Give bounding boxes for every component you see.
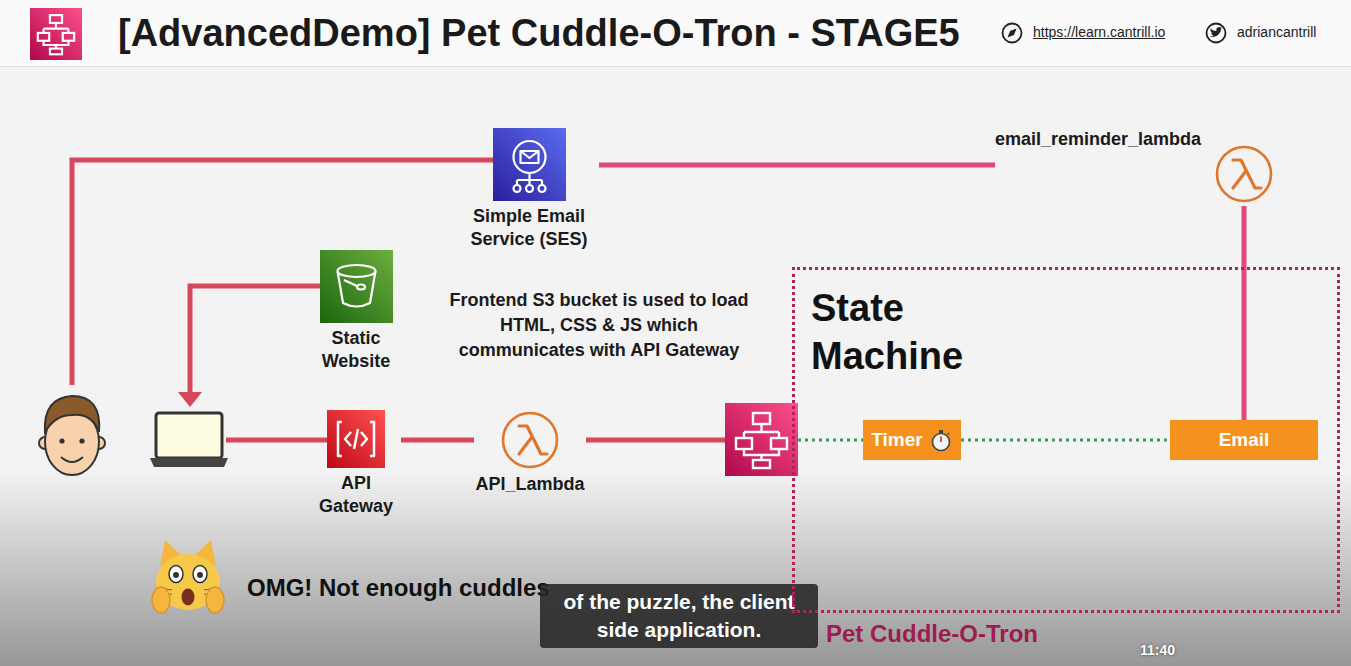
connector-line bbox=[599, 163, 995, 168]
connector-line bbox=[961, 439, 1170, 442]
footer-title: Pet Cuddle-O-Tron bbox=[826, 620, 1038, 648]
cat-exclamation: OMG! Not enough cuddles bbox=[247, 574, 550, 602]
api-gateway-node: API Gateway bbox=[311, 410, 401, 518]
icon-caption: API Gateway bbox=[311, 472, 401, 518]
lambda-icon bbox=[501, 411, 559, 469]
bucket-node: Static Website bbox=[301, 250, 411, 373]
icon-caption: Simple Email Service (SES) bbox=[459, 205, 599, 251]
laptop-figure bbox=[150, 413, 228, 467]
user-to-ses-line bbox=[72, 160, 493, 385]
twitter-icon bbox=[1207, 24, 1226, 43]
social-handle: adriancantrill bbox=[1237, 24, 1316, 40]
step-functions-icon bbox=[725, 403, 798, 476]
step-to-timer-dotted-line bbox=[798, 439, 863, 442]
box-label: Email bbox=[1219, 429, 1270, 451]
connector-line bbox=[1242, 206, 1247, 420]
logo-icon bbox=[30, 8, 82, 60]
icon-caption: email_reminder_lambda bbox=[995, 128, 1201, 151]
icon-caption: API_Lambda bbox=[474, 473, 586, 496]
video-shade bbox=[0, 470, 1351, 666]
s3-icon bbox=[320, 250, 393, 323]
website-to-laptop-arrow bbox=[178, 286, 320, 407]
lambda-node: API_Lambda bbox=[474, 411, 586, 496]
person-figure bbox=[39, 396, 105, 475]
process-box: Email bbox=[1170, 420, 1318, 460]
video-subtitle: of the puzzle, the client side applicati… bbox=[540, 584, 818, 648]
ses-icon bbox=[493, 128, 566, 201]
shocked-cat-emoji bbox=[152, 540, 224, 613]
api-icon bbox=[327, 410, 385, 468]
laptop-to-gateway-line bbox=[226, 438, 327, 443]
service-node: Simple Email Service (SES) bbox=[459, 128, 599, 251]
slide-title: [AdvancedDemo] Pet Cuddle-O-Tron - STAGE… bbox=[118, 8, 960, 58]
compass-icon bbox=[1003, 24, 1022, 43]
box-label: Timer bbox=[871, 429, 922, 451]
website-link: https://learn.cantrill.io bbox=[1033, 24, 1165, 40]
icon-caption: Static Website bbox=[301, 327, 411, 373]
region-title: State Machine bbox=[811, 284, 1041, 380]
lambda-node: email_reminder_lambda bbox=[995, 128, 1277, 206]
timestamp: 11:40 bbox=[1140, 642, 1175, 658]
stopwatch-icon bbox=[929, 428, 953, 452]
state-machine-region: State MachineTimer Email bbox=[792, 267, 1340, 613]
connector-line bbox=[401, 438, 474, 443]
lambda-icon bbox=[1215, 145, 1273, 203]
note-text: Frontend S3 bucket is used to load HTML,… bbox=[444, 288, 754, 363]
process-box: Timer bbox=[863, 420, 961, 460]
header-bar bbox=[0, 0, 1351, 67]
